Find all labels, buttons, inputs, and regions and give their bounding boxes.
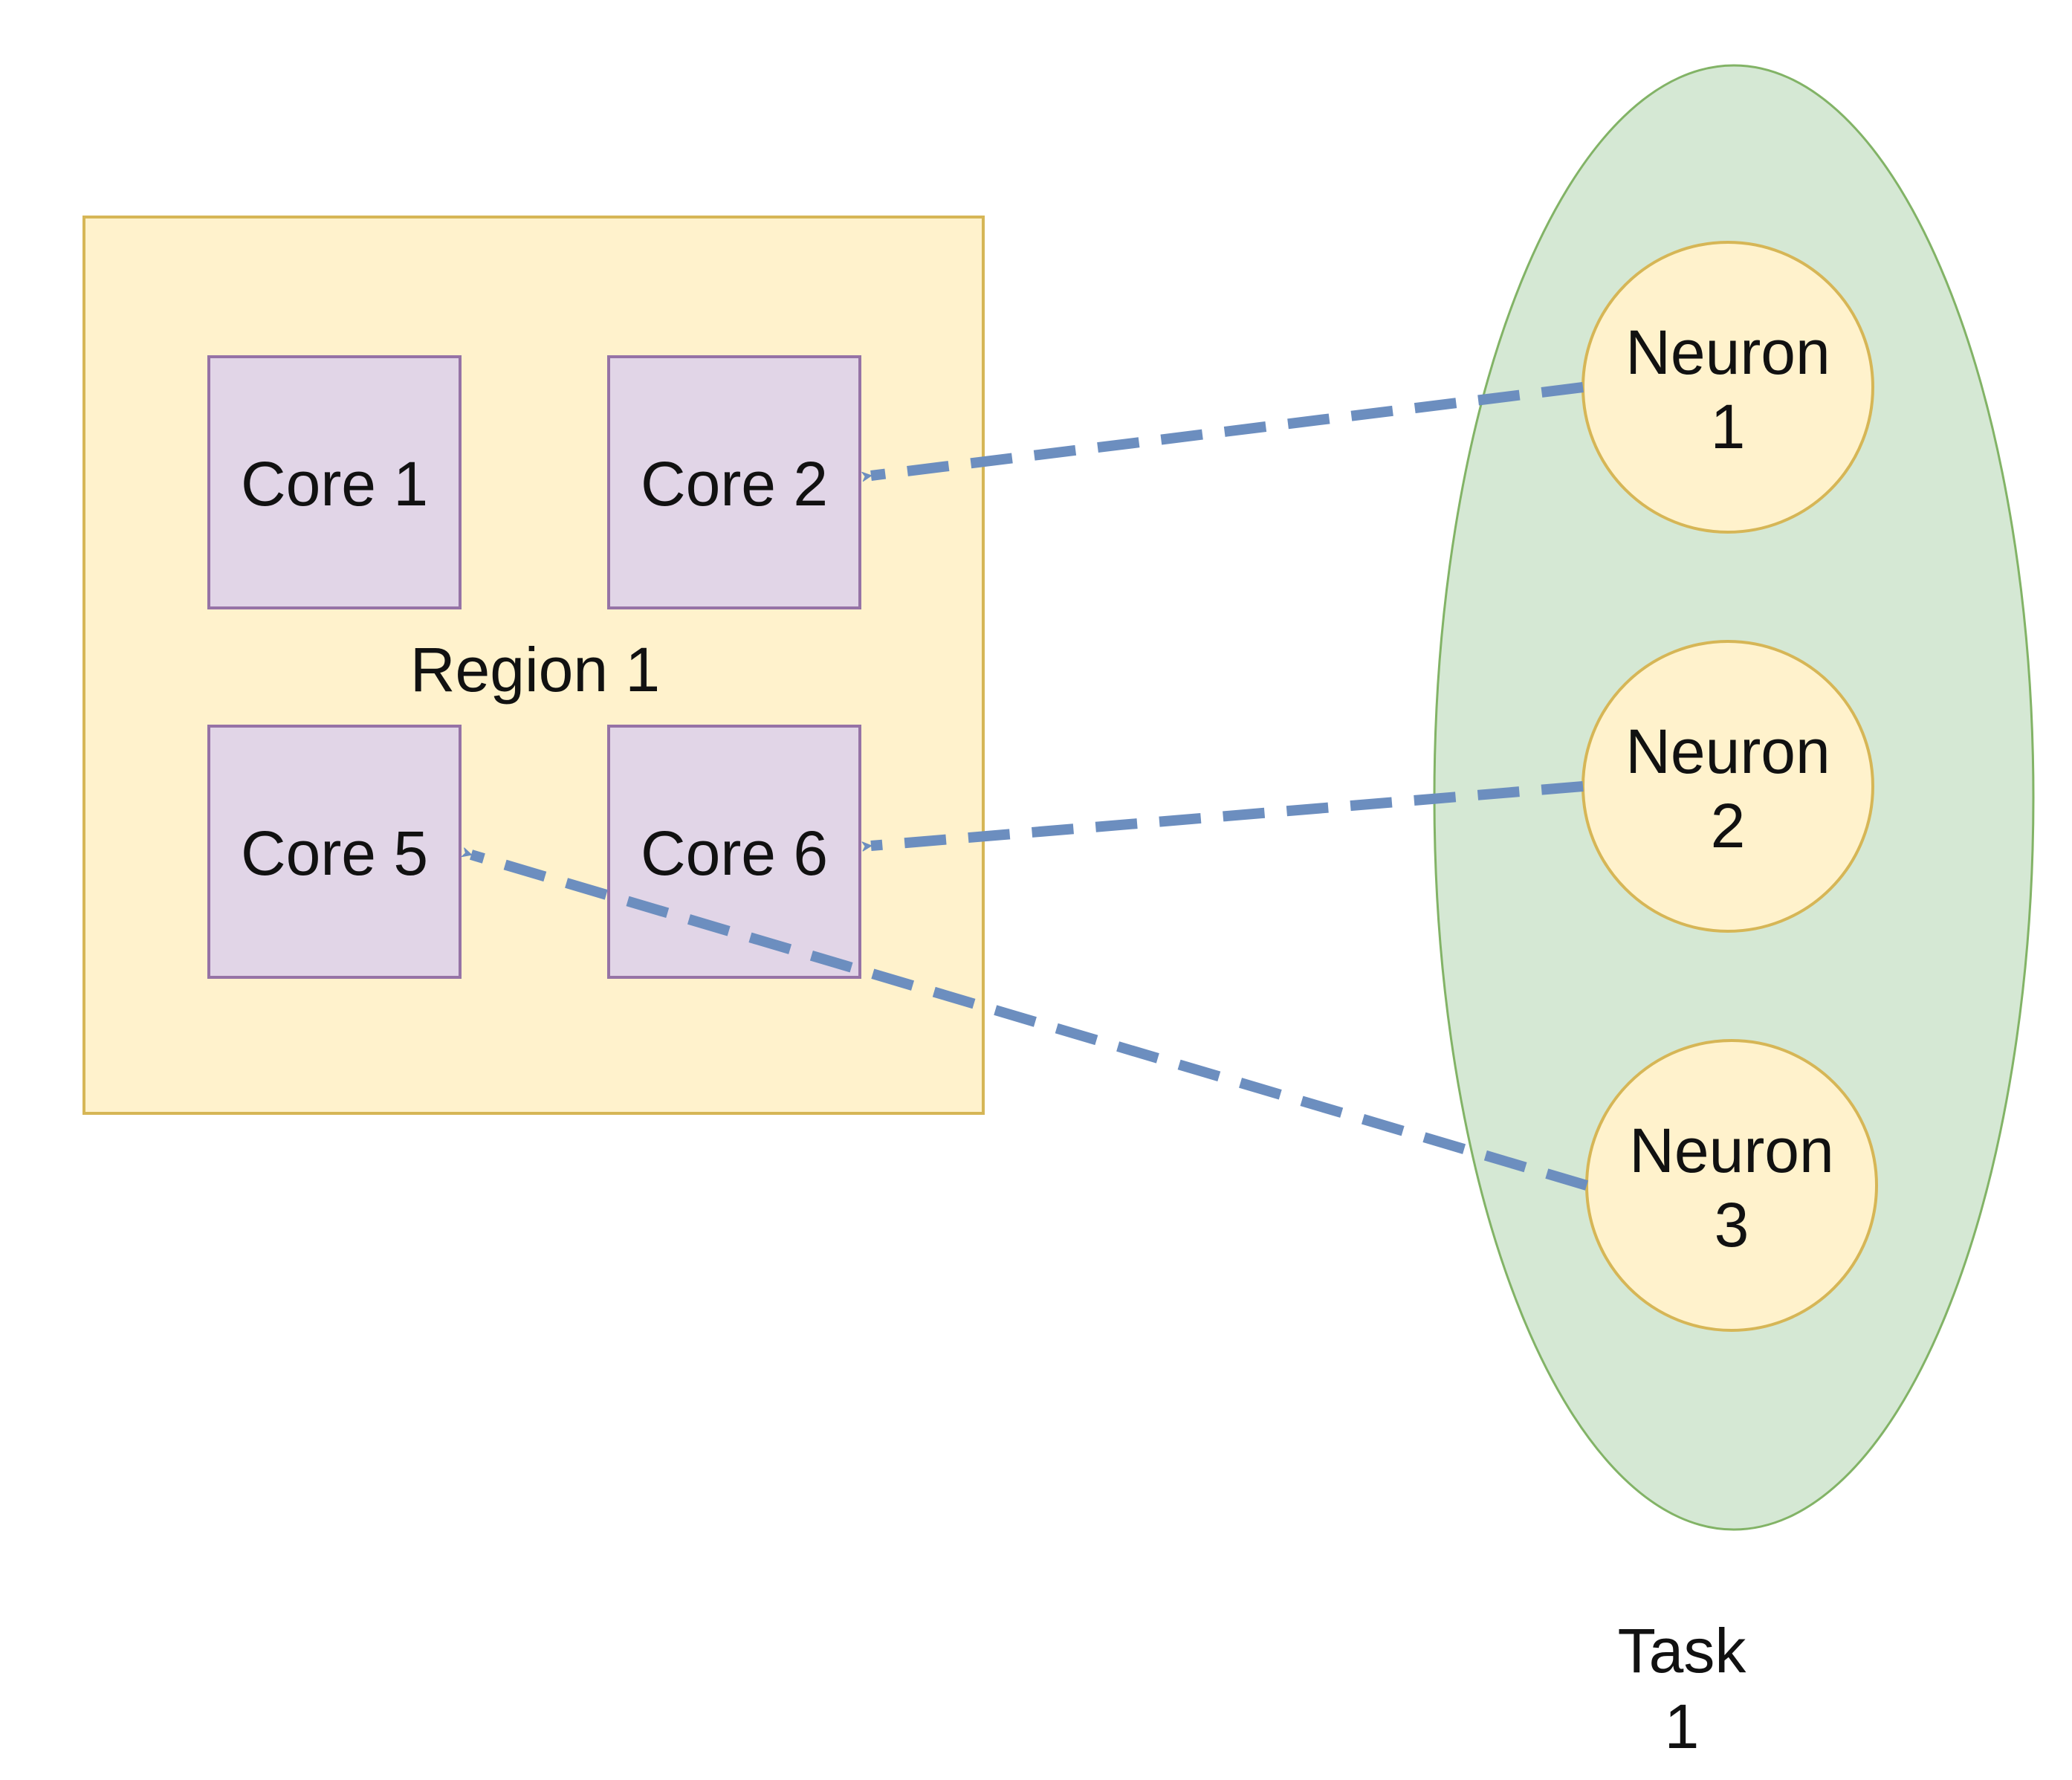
core-1-box[interactable] bbox=[207, 355, 462, 609]
task-label-line1: Task bbox=[1618, 1616, 1747, 1686]
edge-neuron-2-to-core-6[interactable] bbox=[861, 781, 1584, 852]
neuron-3-node[interactable]: Neuron 3 bbox=[1585, 1039, 1878, 1332]
core-6-node[interactable]: Core 6 bbox=[607, 725, 861, 979]
core-5-label: Core 5 bbox=[241, 818, 428, 888]
core-1-node[interactable]: Core 1 bbox=[207, 355, 462, 609]
neuron-2-circle[interactable] bbox=[1581, 640, 1874, 933]
edges-group bbox=[461, 382, 1588, 1191]
neuron-1-label-line1: Neuron bbox=[1625, 317, 1830, 387]
core-1-label: Core 1 bbox=[241, 449, 428, 519]
core-6-label: Core 6 bbox=[641, 818, 828, 888]
neuron-3-label-line2: 3 bbox=[1715, 1190, 1749, 1260]
neuron-3-circle[interactable] bbox=[1585, 1039, 1878, 1332]
region-group: Region 1 bbox=[82, 216, 985, 1115]
core-5-node[interactable]: Core 5 bbox=[207, 725, 462, 979]
neuron-2-label-line1: Neuron bbox=[1625, 716, 1830, 786]
task-label-line2: 1 bbox=[1665, 1692, 1700, 1761]
edge-neuron-1-to-core-2[interactable] bbox=[861, 382, 1584, 482]
core-2-label: Core 2 bbox=[641, 449, 828, 519]
neuron-1-circle[interactable] bbox=[1581, 241, 1874, 534]
neuron-1-label-line2: 1 bbox=[1711, 392, 1746, 462]
core-5-box[interactable] bbox=[207, 725, 462, 979]
neuron-3-label-line1: Neuron bbox=[1629, 1116, 1834, 1185]
core-6-box[interactable] bbox=[607, 725, 861, 979]
core-2-node[interactable]: Core 2 bbox=[607, 355, 861, 609]
neuron-1-node[interactable]: Neuron 1 bbox=[1581, 241, 1874, 534]
region-label: Region 1 bbox=[410, 635, 660, 705]
neuron-2-node[interactable]: Neuron 2 bbox=[1581, 640, 1874, 933]
edge-neuron-3-to-core-5[interactable] bbox=[461, 847, 1588, 1191]
core-2-box[interactable] bbox=[607, 355, 861, 609]
neuron-2-label-line2: 2 bbox=[1711, 791, 1746, 861]
